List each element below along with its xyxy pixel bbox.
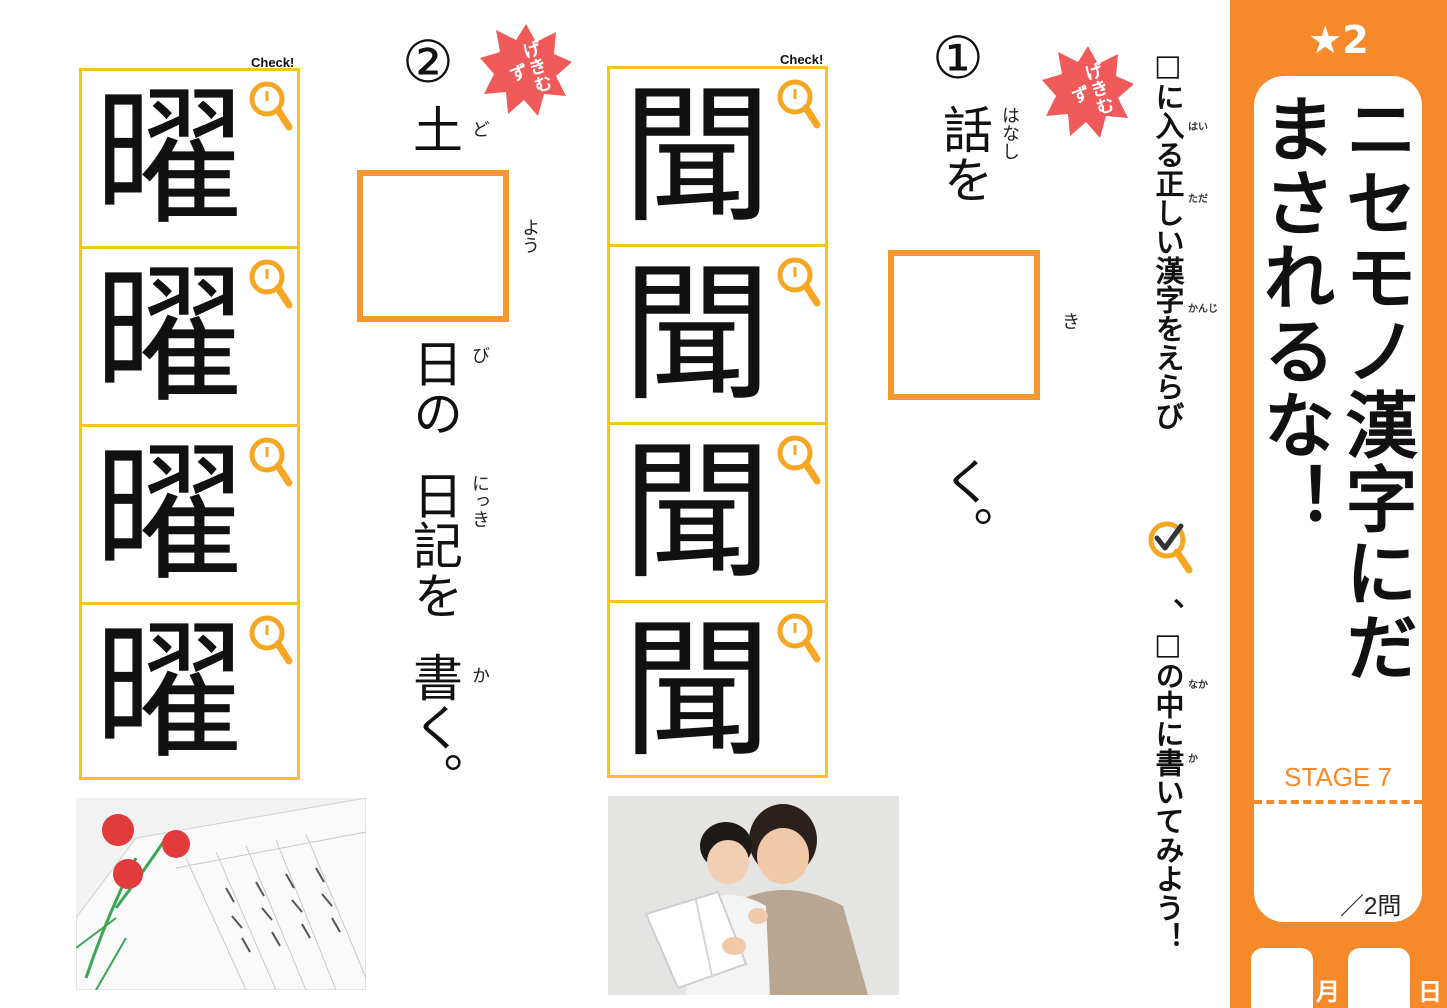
q2-option-3[interactable]: 曜 bbox=[82, 427, 297, 605]
difficulty-badge-q1 bbox=[1040, 44, 1136, 140]
ruby-hai: はい bbox=[1188, 122, 1208, 133]
q1-answer-box[interactable] bbox=[888, 250, 1040, 400]
ruby-kanji: かんじ bbox=[1188, 304, 1218, 315]
magnifier-icon[interactable] bbox=[775, 609, 825, 673]
day-field[interactable] bbox=[1348, 948, 1410, 1008]
q2-furigana-nikki: にっき bbox=[469, 474, 490, 528]
q1-furigana-hanashi: はなし bbox=[999, 106, 1020, 160]
check-magnifier-icon bbox=[1147, 518, 1197, 588]
magnifier-icon[interactable] bbox=[775, 253, 825, 317]
photo-reading-together bbox=[608, 796, 899, 995]
instruction-line-1: □に入る正しい漢字をえらび bbox=[1151, 48, 1185, 430]
q2-text-after-2: 日記を bbox=[405, 470, 463, 620]
day-label: 日 bbox=[1418, 978, 1442, 1006]
q1-options: 聞 聞 聞 聞 bbox=[607, 66, 828, 778]
q2-furigana-bi: び bbox=[469, 346, 490, 364]
month-field[interactable] bbox=[1251, 948, 1313, 1008]
q1-option-4-glyph: 聞 bbox=[622, 604, 773, 778]
q2-option-2-glyph: 曜 bbox=[94, 250, 245, 424]
magnifier-icon[interactable] bbox=[247, 433, 297, 497]
q1-text-after: く。 bbox=[935, 456, 993, 556]
q2-furigana-do: ど bbox=[469, 120, 490, 138]
stage-divider bbox=[1254, 800, 1422, 804]
magnifier-icon[interactable] bbox=[247, 77, 297, 141]
q2-option-1[interactable]: 曜 bbox=[82, 71, 297, 249]
score-total: ／2問 bbox=[1340, 893, 1402, 920]
q2-text-after-3: 書く。 bbox=[405, 652, 463, 802]
q2-text-before: 土 bbox=[405, 104, 463, 154]
q1-option-1-glyph: 聞 bbox=[622, 70, 773, 244]
page-title: ニセモノ漢字にだまされるな！ bbox=[1251, 92, 1417, 684]
instruction-line-2: 、□の中に書いてみよう！ bbox=[1151, 598, 1185, 951]
difficulty-badge-q2 bbox=[478, 22, 574, 118]
q1-furigana-answer: き bbox=[1059, 312, 1080, 330]
q1-option-3[interactable]: 聞 bbox=[610, 425, 825, 603]
magnifier-icon[interactable] bbox=[775, 431, 825, 495]
ruby-ka: か bbox=[1188, 754, 1198, 765]
q1-text-before: 話を bbox=[935, 104, 993, 204]
q1-check-label: Check! bbox=[780, 52, 824, 67]
ruby-naka: なか bbox=[1188, 680, 1208, 691]
ruby-tada: ただ bbox=[1188, 194, 1208, 205]
q2-option-2[interactable]: 曜 bbox=[82, 249, 297, 427]
q1-option-2-glyph: 聞 bbox=[622, 248, 773, 422]
magnifier-icon[interactable] bbox=[775, 75, 825, 139]
q2-number: ② bbox=[402, 28, 454, 96]
q1-option-4[interactable]: 聞 bbox=[610, 603, 825, 778]
q2-option-1-glyph: 曜 bbox=[94, 72, 245, 246]
q2-furigana-answer: よう bbox=[519, 218, 540, 254]
q1-number: ① bbox=[932, 24, 984, 92]
photo-diary-notebook bbox=[76, 798, 366, 990]
q2-option-4[interactable]: 曜 bbox=[82, 605, 297, 780]
q2-furigana-ka: か bbox=[469, 666, 490, 684]
q2-option-4-glyph: 曜 bbox=[94, 606, 245, 780]
q2-text-after-1: 日の bbox=[405, 338, 463, 438]
q1-option-1[interactable]: 聞 bbox=[610, 69, 825, 247]
q2-answer-box[interactable] bbox=[357, 170, 509, 322]
difficulty-stars: ★2 bbox=[1308, 18, 1369, 62]
title-card bbox=[1254, 76, 1422, 922]
magnifier-icon[interactable] bbox=[247, 611, 297, 675]
month-label: 月 bbox=[1316, 978, 1340, 1006]
q1-option-2[interactable]: 聞 bbox=[610, 247, 825, 425]
q1-option-3-glyph: 聞 bbox=[622, 426, 773, 600]
q2-option-3-glyph: 曜 bbox=[94, 428, 245, 602]
stage-label: STAGE 7 bbox=[1284, 762, 1392, 792]
q2-options: 曜 曜 曜 曜 bbox=[79, 68, 300, 780]
magnifier-icon[interactable] bbox=[247, 255, 297, 319]
q2-check-label: Check! bbox=[251, 55, 295, 70]
